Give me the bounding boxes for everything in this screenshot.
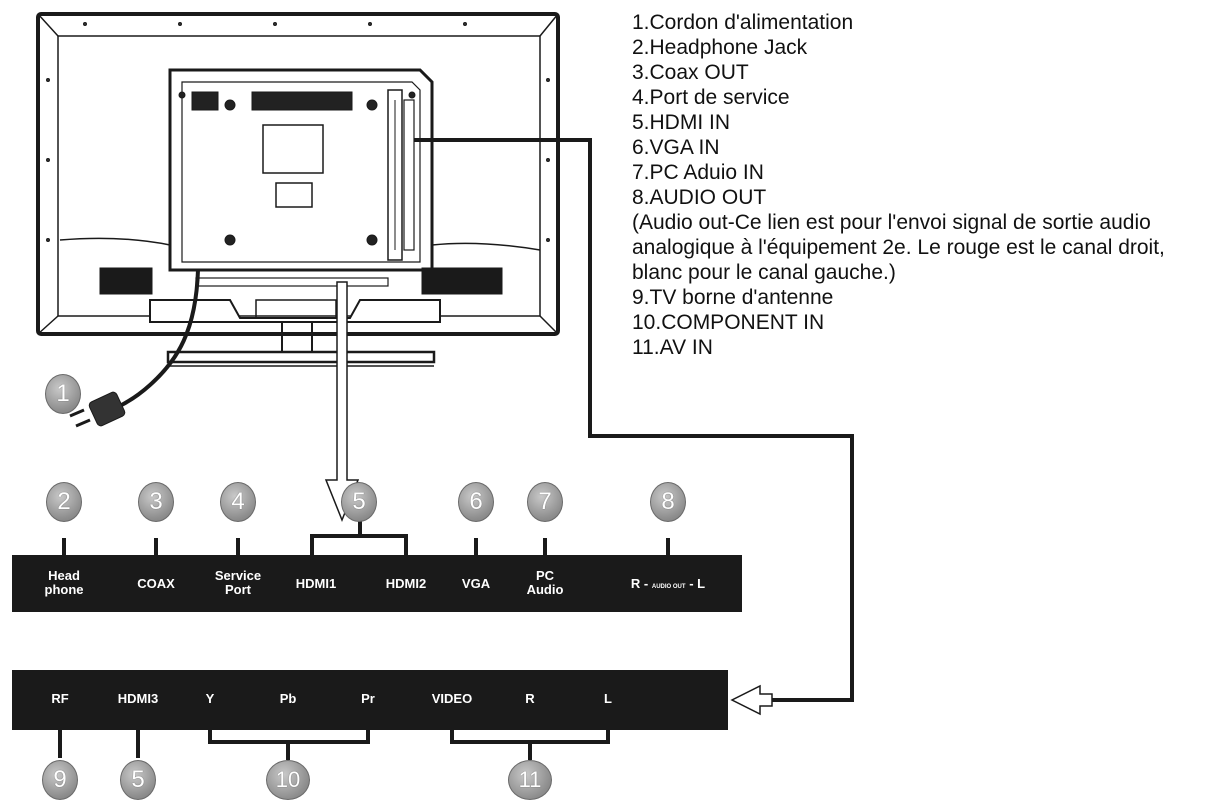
badge-rf: 9 — [42, 760, 78, 800]
top-connector-panel: Head phone COAX Service Port HDMI1 HDMI2… — [12, 555, 742, 612]
label-head: Head — [48, 568, 80, 583]
label-rf: RF — [51, 691, 69, 706]
label-audio-l: - L — [689, 576, 706, 591]
badge-service-port: 4 — [220, 482, 256, 522]
label-hdmi1: HDMI1 — [295, 576, 337, 591]
label-port: Port — [224, 582, 251, 597]
legend-note: (Audio out-Ce lien est pour l'envoi sign… — [632, 211, 1165, 284]
badge-headphone: 2 — [46, 482, 82, 522]
legend: 1.Cordon d'alimentation 2.Headphone Jack… — [632, 10, 1207, 360]
left-arrow — [730, 684, 773, 716]
legend-item: 6.VGA IN — [632, 136, 720, 159]
legend-item: 8.AUDIO OUT — [632, 186, 767, 209]
bottom-connector-panel: RF HDMI3 Y Pb Pr VIDEO R L — [12, 670, 728, 730]
legend-item: 11.AV IN — [632, 336, 713, 359]
label-pc-audio: PC Audio — [527, 569, 564, 597]
label-pc: PC — [535, 568, 555, 583]
legend-item: 3.Coax OUT — [632, 61, 749, 84]
legend-item: 2.Headphone Jack — [632, 36, 808, 59]
legend-item: 9.TV borne d'antenne — [632, 286, 834, 309]
label-l: L — [604, 691, 612, 706]
label-audio-out: R - AUDIO OUT - L — [631, 577, 705, 594]
power-cord — [69, 269, 200, 428]
legend-item: 7.PC Aduio IN — [632, 161, 764, 184]
label-service-port: Service Port — [215, 569, 261, 597]
label-y: Y — [205, 691, 215, 706]
label-vga: VGA — [461, 576, 491, 591]
badge-vga: 6 — [458, 482, 494, 522]
label-pb: Pb — [279, 691, 297, 706]
label-video: VIDEO — [431, 691, 473, 706]
label-r: R — [525, 691, 535, 706]
label-audio: Audio — [526, 582, 564, 597]
tv-outline — [36, 12, 560, 367]
badge-coax: 3 — [138, 482, 174, 522]
label-head-phone: Head phone — [45, 569, 84, 597]
top-brackets — [62, 518, 670, 555]
legend-item: 1.Cordon d'alimentation — [632, 11, 854, 34]
badge-hdmi-in: 5 — [341, 482, 377, 522]
bottom-brackets — [58, 730, 610, 760]
connection-line — [414, 138, 854, 702]
badge-av-in: 11 — [508, 760, 552, 800]
label-pr: Pr — [361, 691, 375, 706]
label-audio-r: R - — [630, 576, 649, 591]
badge-pc-audio: 7 — [527, 482, 563, 522]
badge-power-cord: 1 — [45, 374, 81, 414]
badge-audio-out: 8 — [650, 482, 686, 522]
legend-item: 5.HDMI IN — [632, 111, 731, 134]
legend-item: 10.COMPONENT IN — [632, 311, 825, 334]
legend-item: 4.Port de service — [632, 86, 790, 109]
badge-component: 10 — [266, 760, 310, 800]
label-coax: COAX — [137, 576, 175, 591]
label-hdmi2: HDMI2 — [385, 576, 427, 591]
badge-hdmi3: 5 — [120, 760, 156, 800]
label-service: Service — [214, 568, 262, 583]
label-audio-out-small: AUDIO OUT — [651, 584, 686, 590]
label-hdmi3: HDMI3 — [117, 691, 159, 706]
label-phone: phone — [44, 582, 84, 597]
